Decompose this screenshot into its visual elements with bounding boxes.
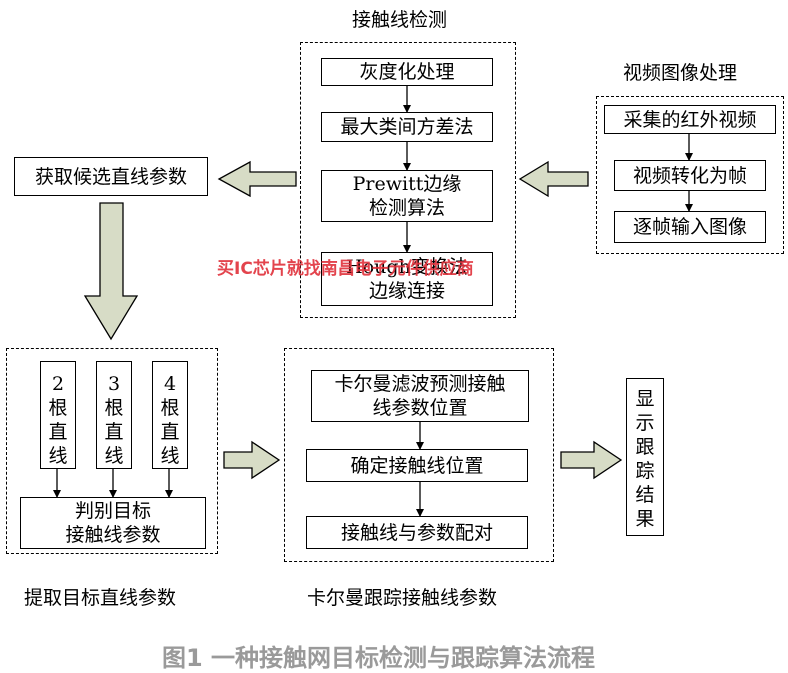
- big-arrow-detection-to-candidate: [217, 160, 297, 198]
- prewitt-step: Prewitt边缘 检测算法: [321, 170, 493, 222]
- big-arrow-extract-to-kalman: [223, 440, 281, 480]
- otsu-step: 最大类间方差法: [321, 112, 493, 142]
- figure-caption: 图1 一种接触网目标检测与跟踪算法流程: [162, 644, 596, 672]
- detection-title: 接触线检测: [352, 9, 448, 31]
- watermark-text: 买IC芯片就找南昌电子元件供应商: [217, 259, 474, 279]
- capture-step: 采集的红外视频: [604, 105, 776, 134]
- detection-group: [300, 42, 516, 318]
- extract-title: 提取目标直线参数: [24, 587, 177, 609]
- big-arrow-candidate-to-extract: [83, 202, 139, 341]
- frames-step: 视频转化为帧: [614, 160, 766, 191]
- locate-step: 确定接触线位置: [306, 449, 528, 482]
- grayscale-step: 灰度化处理: [321, 58, 493, 86]
- big-arrow-kalman-to-result: [560, 440, 623, 480]
- pair-step: 接触线与参数配对: [306, 516, 528, 549]
- video-group: [596, 96, 784, 254]
- judge-box: 判别目标 接触线参数: [20, 497, 206, 549]
- input-step: 逐帧输入图像: [614, 211, 766, 243]
- hough-step: Hough变换法 边缘连接: [321, 252, 493, 306]
- kalman-title: 卡尔曼跟踪接触线参数: [307, 587, 498, 609]
- line-count-2: 2 根 直 线: [40, 361, 76, 469]
- candidate-box: 获取候选直线参数: [14, 157, 208, 196]
- extract-group: [6, 348, 218, 554]
- kalman-group: [284, 348, 554, 562]
- big-arrow-video-to-detection: [518, 160, 589, 198]
- kalman-predict-step: 卡尔曼滤波预测接触 线参数位置: [311, 370, 529, 422]
- result-box: 显 示 跟 踪 结 果: [626, 378, 664, 536]
- video-title: 视频图像处理: [623, 62, 738, 84]
- line-count-4: 4 根 直 线: [152, 361, 188, 469]
- line-count-3: 3 根 直 线: [96, 361, 132, 469]
